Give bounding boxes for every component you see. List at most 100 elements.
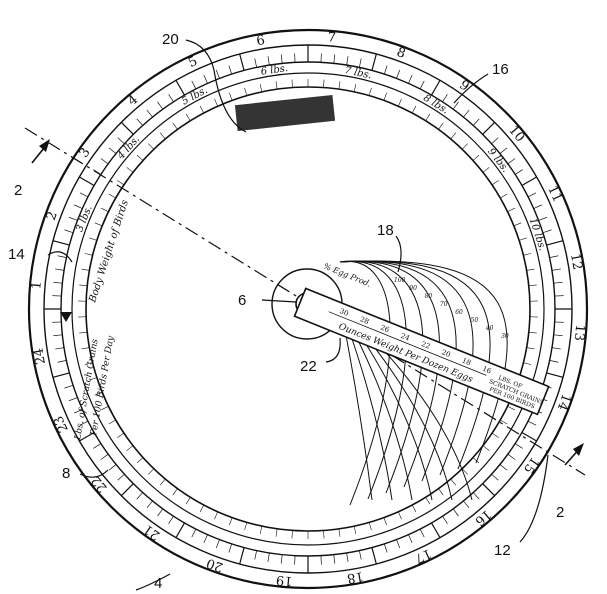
leader-22 (325, 337, 341, 363)
scale-tick (203, 74, 208, 84)
scale-tick (120, 121, 134, 135)
scale-tick (521, 176, 537, 187)
inner-tick (461, 468, 468, 475)
production-curve (339, 260, 391, 506)
outer-scale-number: 21 (141, 521, 163, 543)
ref-4: 4 (154, 575, 162, 592)
scale-tick (419, 528, 425, 538)
scale-tick (203, 534, 208, 544)
inner-tick (500, 193, 508, 199)
scale-tick (100, 158, 109, 165)
curve-label: 30 (501, 333, 509, 340)
inner-tick (79, 284, 88, 287)
inner-tick (368, 522, 372, 531)
scale-tick (499, 464, 508, 471)
scale-tick (108, 147, 117, 154)
scale-tick (228, 65, 233, 75)
inner-tick (172, 122, 178, 130)
scale-tick (359, 58, 362, 68)
outer-scale-number: 10 (505, 123, 527, 145)
inner-tick (472, 457, 480, 464)
scale-tick (52, 240, 70, 246)
ref-18: 18 (377, 222, 394, 239)
leader-4 (135, 573, 171, 591)
scale-tick (157, 101, 164, 110)
production-curve (344, 329, 373, 501)
leader-6 (261, 299, 297, 303)
inner-tick (159, 478, 166, 486)
inner-tick (89, 377, 97, 381)
outer-scale-number: 7 (327, 30, 337, 46)
scale-tick (254, 58, 257, 68)
scale-tick (191, 80, 197, 90)
arm-scale-line (328, 311, 487, 376)
outer-scale-number: 6 (255, 33, 266, 49)
scale-tick (482, 483, 496, 497)
inner-tick (507, 406, 515, 411)
inner-tick (275, 81, 278, 90)
production-curve (339, 260, 474, 476)
inner-tick (398, 511, 402, 520)
scale-tick (157, 508, 164, 517)
inner-tick (199, 105, 205, 114)
inner-tick (383, 92, 387, 101)
scale-tick (73, 409, 83, 414)
scale-tick (136, 492, 143, 500)
scale-tick (57, 360, 67, 363)
inner-tick (507, 207, 515, 212)
scale-tick (371, 547, 377, 565)
inner-tick (79, 331, 88, 334)
outer-scale-number: 13 (571, 324, 587, 342)
scale-tick (482, 121, 496, 135)
scale-tick (542, 229, 552, 234)
scale-tick (136, 118, 143, 126)
inner-tick (185, 497, 191, 505)
scale-tick (527, 420, 537, 426)
production-curve (339, 260, 508, 464)
scale-tick (408, 534, 413, 544)
scale-tick (533, 204, 543, 209)
inner-tick (185, 113, 191, 121)
arm-scale-number: 22 (420, 340, 431, 351)
inner-tick (323, 79, 325, 88)
inner-tick (411, 504, 417, 513)
scale-tick (191, 528, 197, 538)
scale-tick (175, 80, 186, 96)
scale-tick (53, 281, 63, 284)
inner-tick (291, 79, 293, 88)
weight-scale-label: 10 lbs. (527, 217, 548, 253)
inner-tick (491, 432, 499, 438)
scale-ticks (44, 45, 572, 573)
arm-body (293, 287, 550, 416)
outer-scale-number: 15 (520, 454, 542, 476)
scale-tick (473, 492, 480, 500)
pointer-arm[interactable]: Ounces Weight Per Dozen Eggs LBS. OF SCR… (293, 287, 550, 416)
scale-tick (64, 229, 74, 234)
production-curve (352, 329, 413, 501)
scale-tick (239, 53, 245, 71)
scale-tick (120, 483, 134, 497)
scale-tick (538, 216, 548, 221)
scale-tick (267, 56, 270, 66)
scale-tick (267, 552, 270, 562)
scale-tick (100, 453, 109, 460)
scale-tick (79, 431, 95, 442)
scale-tick (254, 550, 257, 560)
scale-tick (55, 347, 65, 350)
inner-tick (353, 83, 357, 92)
inner-tick (229, 517, 233, 526)
curve-label: 80 (425, 293, 433, 300)
ref-16: 16 (492, 61, 509, 78)
inner-tick (117, 180, 125, 186)
scale-tick (463, 500, 470, 509)
arm-scale-number: 26 (379, 324, 391, 335)
curve-label: 60 (455, 309, 463, 316)
scale-tick (546, 372, 564, 378)
inner-tick (275, 528, 278, 537)
curve-label: 90 (409, 285, 417, 292)
outer-scale-number: 12 (567, 252, 585, 271)
inner-tick (528, 331, 537, 334)
scale-tick (79, 176, 95, 187)
scale-tick (396, 69, 401, 79)
inner-tick (94, 222, 103, 227)
